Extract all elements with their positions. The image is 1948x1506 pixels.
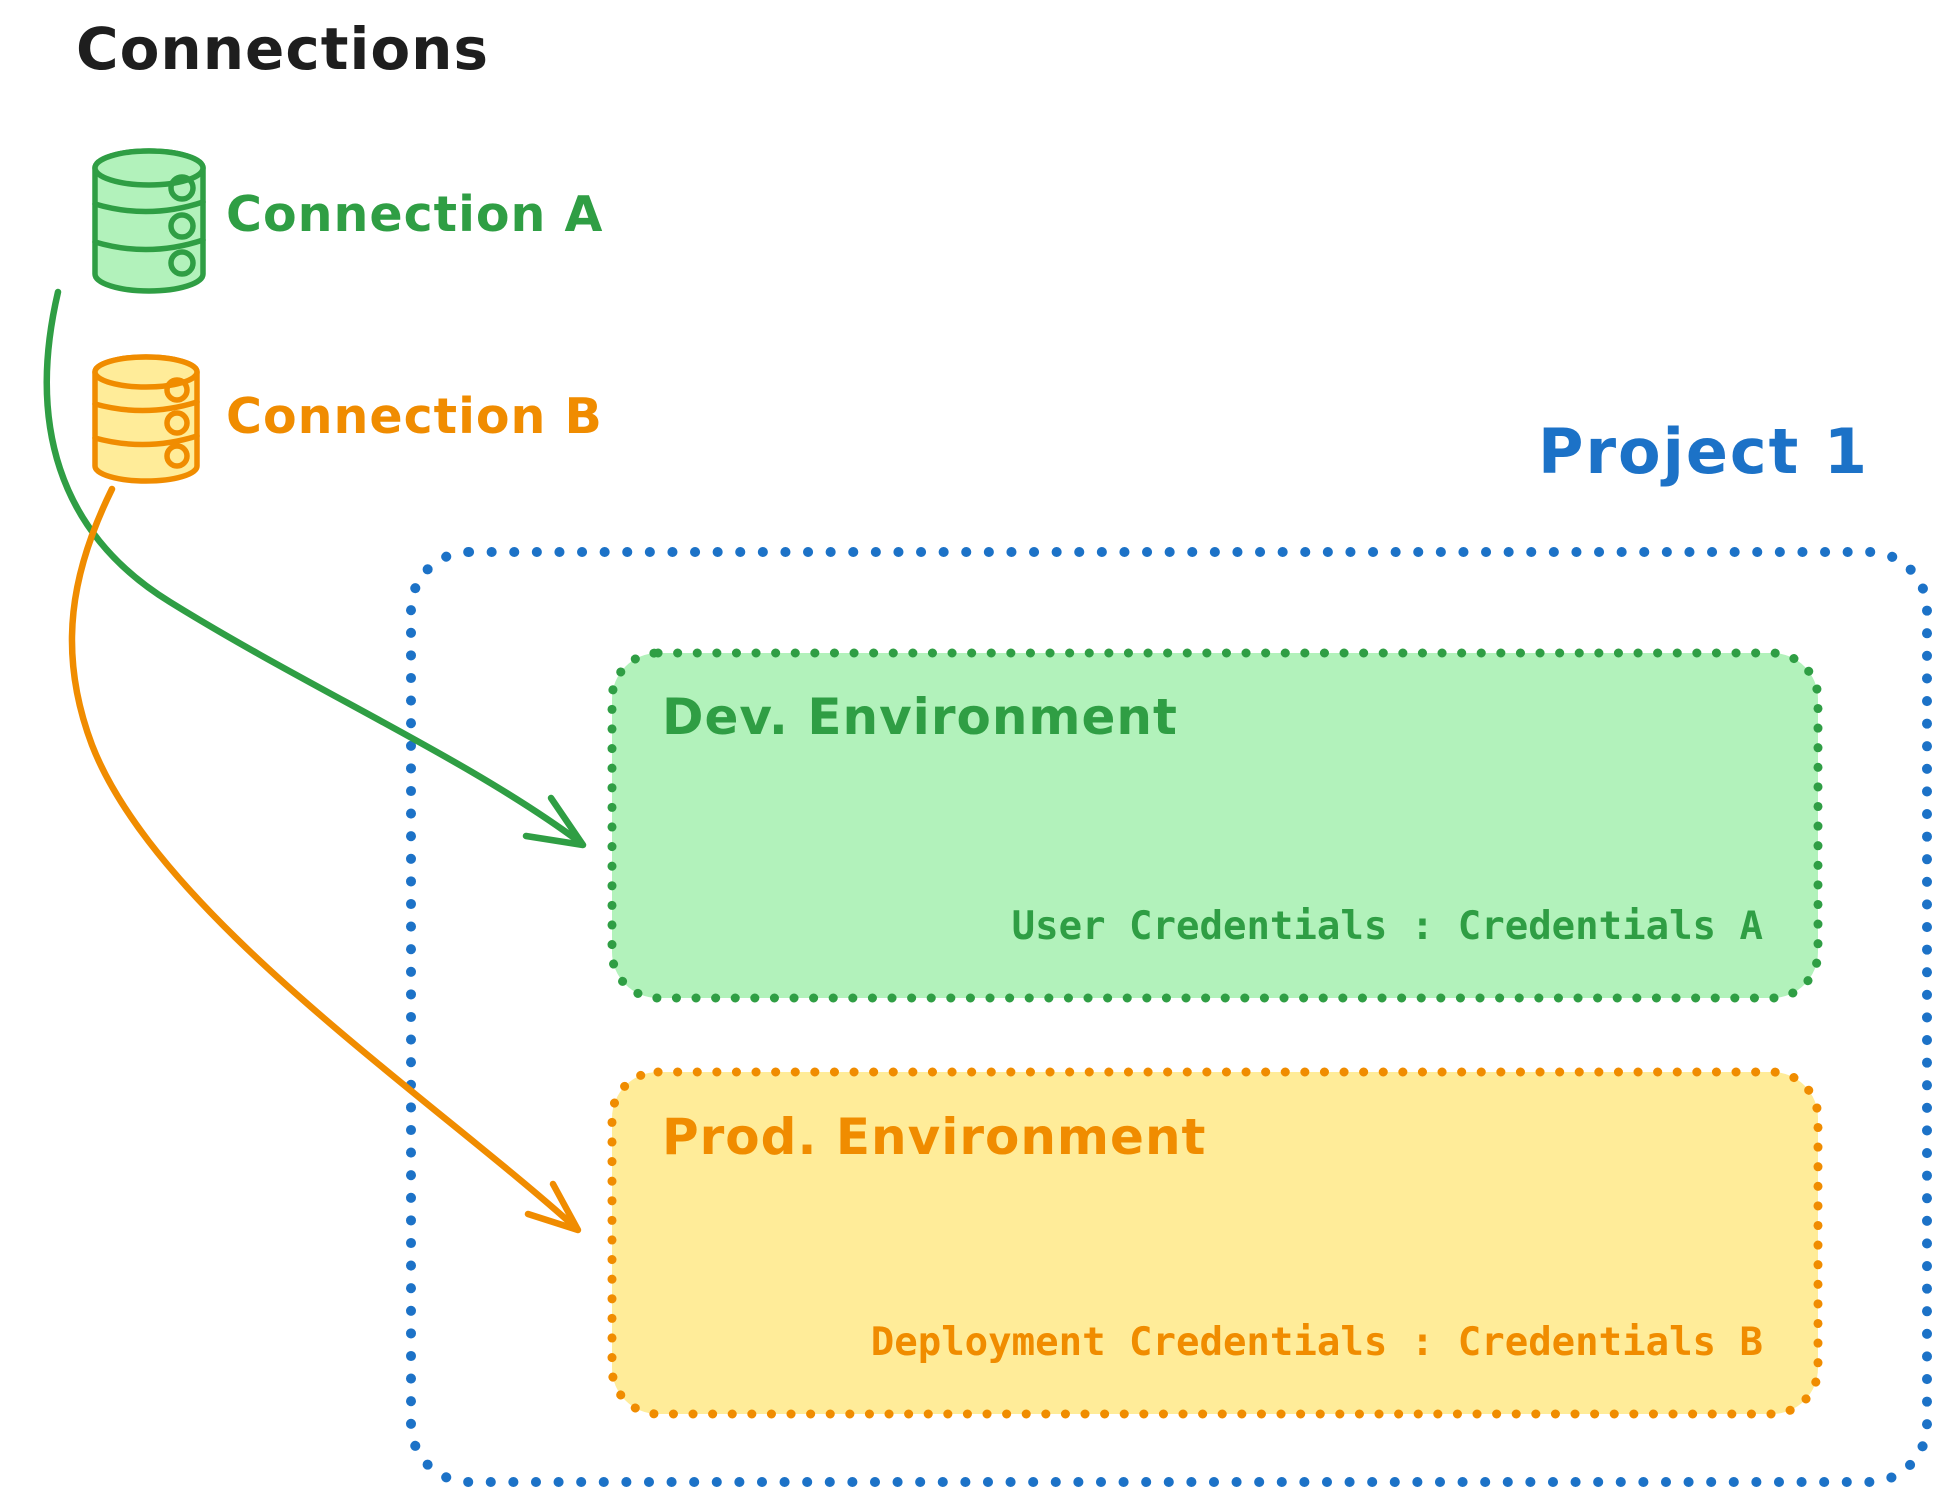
database-icon-connection-a	[92, 148, 206, 294]
arrow-connection-b-to-prod	[68, 485, 582, 1234]
arrow-connection-a-to-dev	[43, 288, 587, 849]
dev-credentials-label: User Credentials : Credentials A	[1011, 904, 1763, 949]
prod-credentials-label: Deployment Credentials : Credentials B	[870, 1320, 1763, 1365]
prod-environment-label: Prod. Environment	[662, 1108, 1207, 1166]
project-1-dotted-box	[406, 547, 1932, 1487]
prod-environment-box	[607, 1067, 1823, 1419]
dev-environment-label: Dev. Environment	[662, 688, 1178, 746]
connection-b-label: Connection B	[226, 388, 603, 445]
diagram-title: Connections	[76, 15, 489, 83]
connection-a-label: Connection A	[226, 186, 604, 243]
project-1-label: Project 1	[1538, 415, 1870, 488]
database-icon-connection-b	[92, 354, 200, 484]
dev-environment-box	[607, 648, 1823, 1003]
